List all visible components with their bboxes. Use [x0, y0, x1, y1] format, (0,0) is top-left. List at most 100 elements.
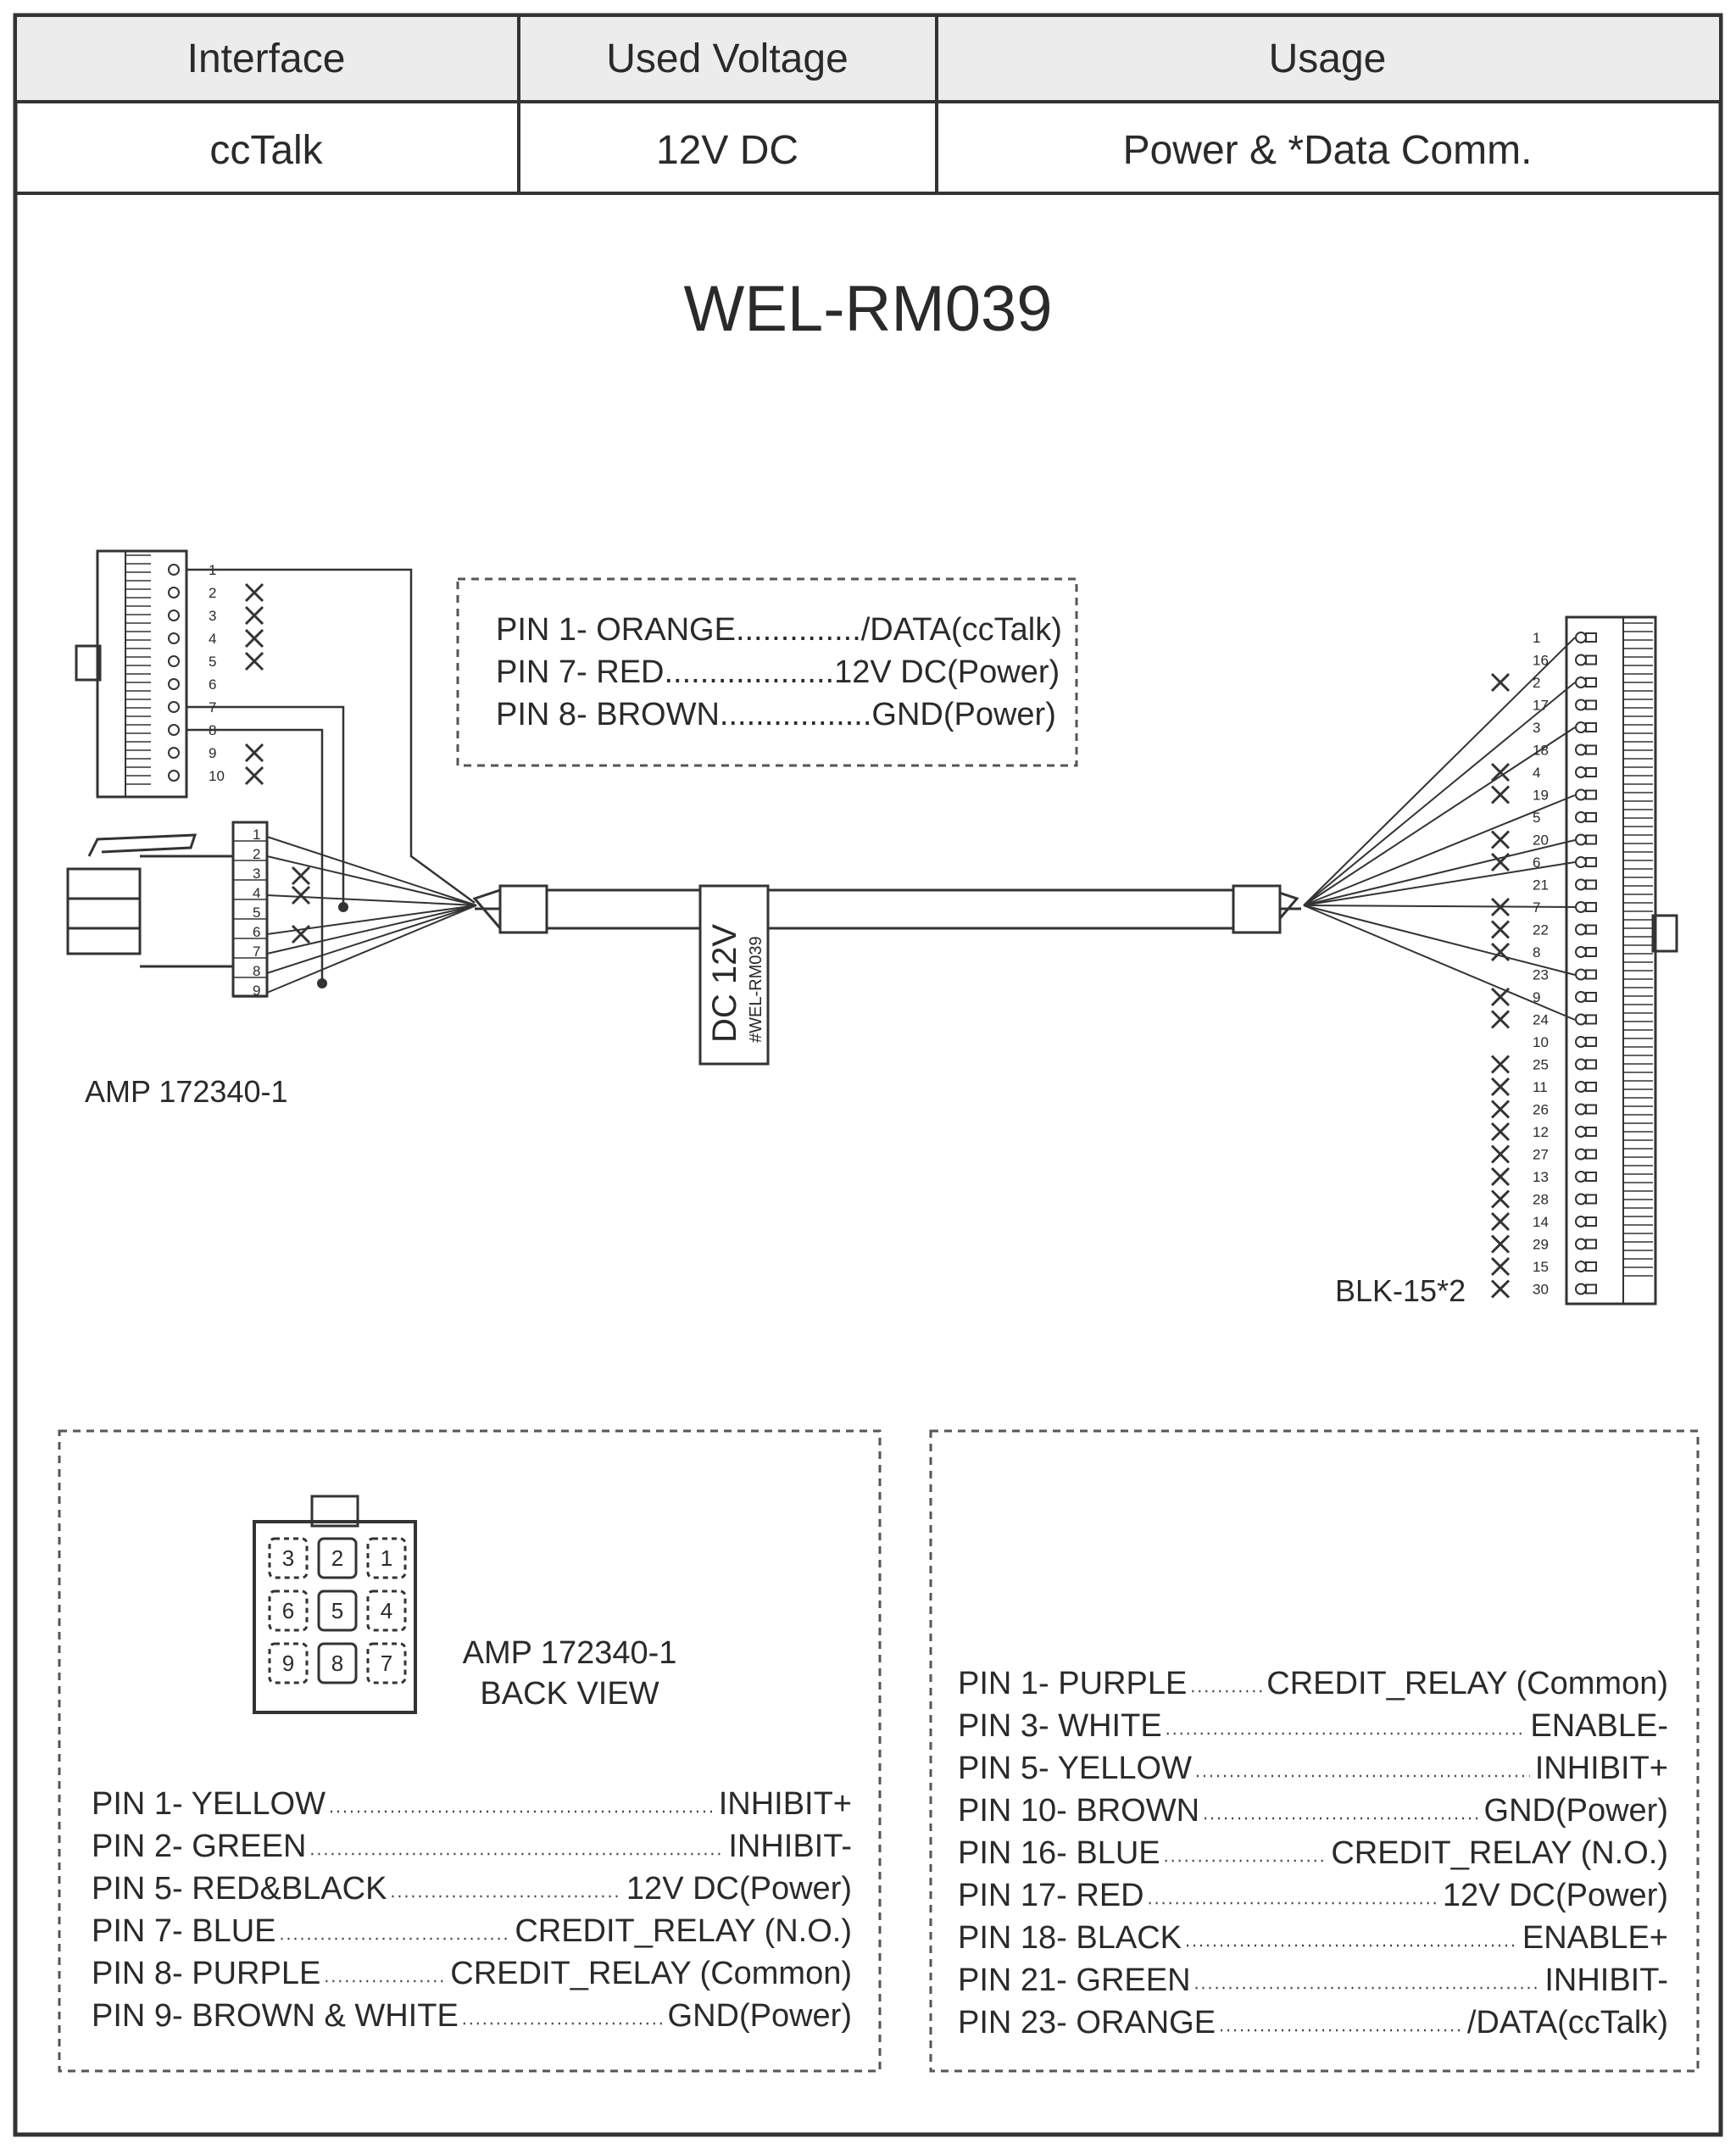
header-pin [1575, 1103, 1587, 1116]
header-pin [1575, 1216, 1587, 1228]
back-view-pin-function: CREDIT_RELAY (Common) [450, 1956, 852, 1991]
header-pin [168, 632, 180, 644]
header-pin [1575, 632, 1587, 643]
unused-pin-mark [1490, 987, 1511, 1007]
wire [186, 568, 476, 905]
amp-pin-number: 4 [253, 885, 260, 901]
header-pin-contact [1585, 1037, 1597, 1047]
wire [1303, 905, 1576, 976]
header-pin-number: 19 [1533, 788, 1549, 804]
unused-pin-mark [1490, 785, 1511, 804]
header-pin [1575, 1193, 1587, 1205]
blk-pin-function: CREDIT_RELAY (Common) [1266, 1666, 1668, 1701]
header-pin [168, 610, 180, 621]
header-pin-number: 15 [1533, 1259, 1549, 1275]
header-pin-number: 4 [1533, 765, 1540, 781]
blk-pin-label: PIN 5- YELLOW [958, 1751, 1192, 1786]
header-pin-contact [1585, 857, 1597, 867]
table-header-background [17, 17, 1719, 102]
back-view-pin-label: PIN 2- GREEN [92, 1829, 306, 1864]
cavity-number: 2 [331, 1545, 343, 1571]
unused-pin-mark [1490, 1010, 1511, 1029]
header-pin-number: 26 [1533, 1102, 1549, 1118]
header-pin-contact [1585, 1194, 1597, 1205]
cavity-number: 7 [381, 1651, 392, 1676]
back-view-title: AMP 172340-1 [463, 1635, 677, 1671]
blk-pin-label: PIN 17- RED [958, 1878, 1144, 1913]
unused-pin-mark [244, 743, 264, 763]
unused-pin-mark [1490, 1211, 1511, 1232]
header-pin [1575, 676, 1587, 688]
cavity-number: 9 [282, 1651, 294, 1676]
cable-label-model: #WEL-RM039 [747, 936, 765, 1043]
header-pin [168, 747, 180, 759]
header-pin [1575, 1171, 1587, 1183]
table-header-interface: Interface [187, 36, 346, 81]
header-pin-number: 24 [1533, 1012, 1549, 1028]
header-pin [1575, 1238, 1587, 1250]
wire-junction [317, 978, 327, 988]
header-pin-contact [1585, 632, 1597, 643]
header-pin-number: 20 [1533, 832, 1549, 849]
cable-pinout-line: PIN 8- BROWN.................GND(Power) [496, 697, 1056, 732]
wire [1303, 861, 1576, 906]
header-pin [1575, 1261, 1587, 1272]
header-pin-number: 5 [209, 654, 216, 670]
header-pin-contact [1585, 992, 1597, 1002]
header-pin [1575, 788, 1587, 801]
unused-pin-mark [291, 866, 311, 886]
back-view-pin-label: PIN 7- BLUE [92, 1913, 276, 1949]
back-view-pin-function: GND(Power) [668, 1998, 852, 2034]
unused-pin-mark [244, 582, 264, 603]
blk-pin-function: /DATA(ccTalk) [1467, 2005, 1668, 2040]
cable-pinout-line: PIN 1- ORANGE............../DATA(ccTalk) [496, 612, 1062, 648]
unused-pin-mark [291, 885, 311, 905]
header-pin [168, 587, 180, 598]
back-view-pin-function: 12V DC(Power) [626, 1871, 852, 1907]
wire [1303, 905, 1576, 908]
header-pin-number: 23 [1533, 967, 1549, 983]
header-pin [1575, 1148, 1587, 1161]
unused-pin-mark [244, 605, 264, 626]
unused-pin-mark [1490, 1144, 1511, 1164]
blk-connector-right: 1162173184195206217228239241025112612271… [1490, 615, 1678, 1306]
blk-pin-label: PIN 21- GREEN [958, 1962, 1191, 1998]
back-view-pin-label: PIN 1- YELLOW [92, 1786, 326, 1822]
amp-pin-number: 8 [253, 963, 260, 979]
unused-pin-mark [1490, 852, 1511, 872]
wire [1303, 727, 1576, 906]
blk-pin-function: INHIBIT- [1544, 1962, 1668, 1998]
amp-pin-number: 6 [253, 924, 260, 940]
connector-cavity [317, 1642, 358, 1684]
header-pin-contact [1585, 812, 1597, 822]
header-pin-contact [1585, 924, 1597, 935]
wire [1303, 839, 1576, 906]
wire [186, 728, 324, 983]
cable-label-voltage: DC 12V [706, 924, 743, 1043]
header-pin-number: 29 [1533, 1237, 1549, 1253]
wire [266, 905, 477, 974]
connector-cavity [366, 1589, 407, 1632]
header-pin [168, 564, 180, 576]
header-pin-contact [1585, 744, 1597, 755]
spec-table: Interface Used Voltage Usage ccTalk 12V … [17, 15, 1719, 195]
header-pin [1575, 1081, 1587, 1093]
unused-pin-mark [244, 651, 264, 671]
unused-pin-mark [244, 628, 264, 649]
amp-pin-number: 9 [253, 983, 260, 999]
header-pin-contact [1585, 789, 1597, 800]
amp-pin-number: 5 [253, 905, 260, 921]
unused-pin-mark [1490, 1279, 1511, 1299]
wire [1303, 905, 1576, 1021]
header-pin-number: 3 [209, 608, 216, 624]
header-pin-contact [1585, 722, 1597, 732]
connector-cavity [317, 1537, 358, 1579]
header-pin-number: 22 [1533, 922, 1549, 938]
back-view-pin-label: PIN 5- RED&BLACK [92, 1871, 387, 1907]
header-pin-contact [1585, 699, 1597, 710]
unused-pin-mark [1490, 1077, 1511, 1097]
blk-pin-function: ENABLE+ [1522, 1920, 1668, 1956]
cavity-number: 3 [282, 1545, 294, 1571]
header-pin-number: 10 [1533, 1034, 1549, 1050]
